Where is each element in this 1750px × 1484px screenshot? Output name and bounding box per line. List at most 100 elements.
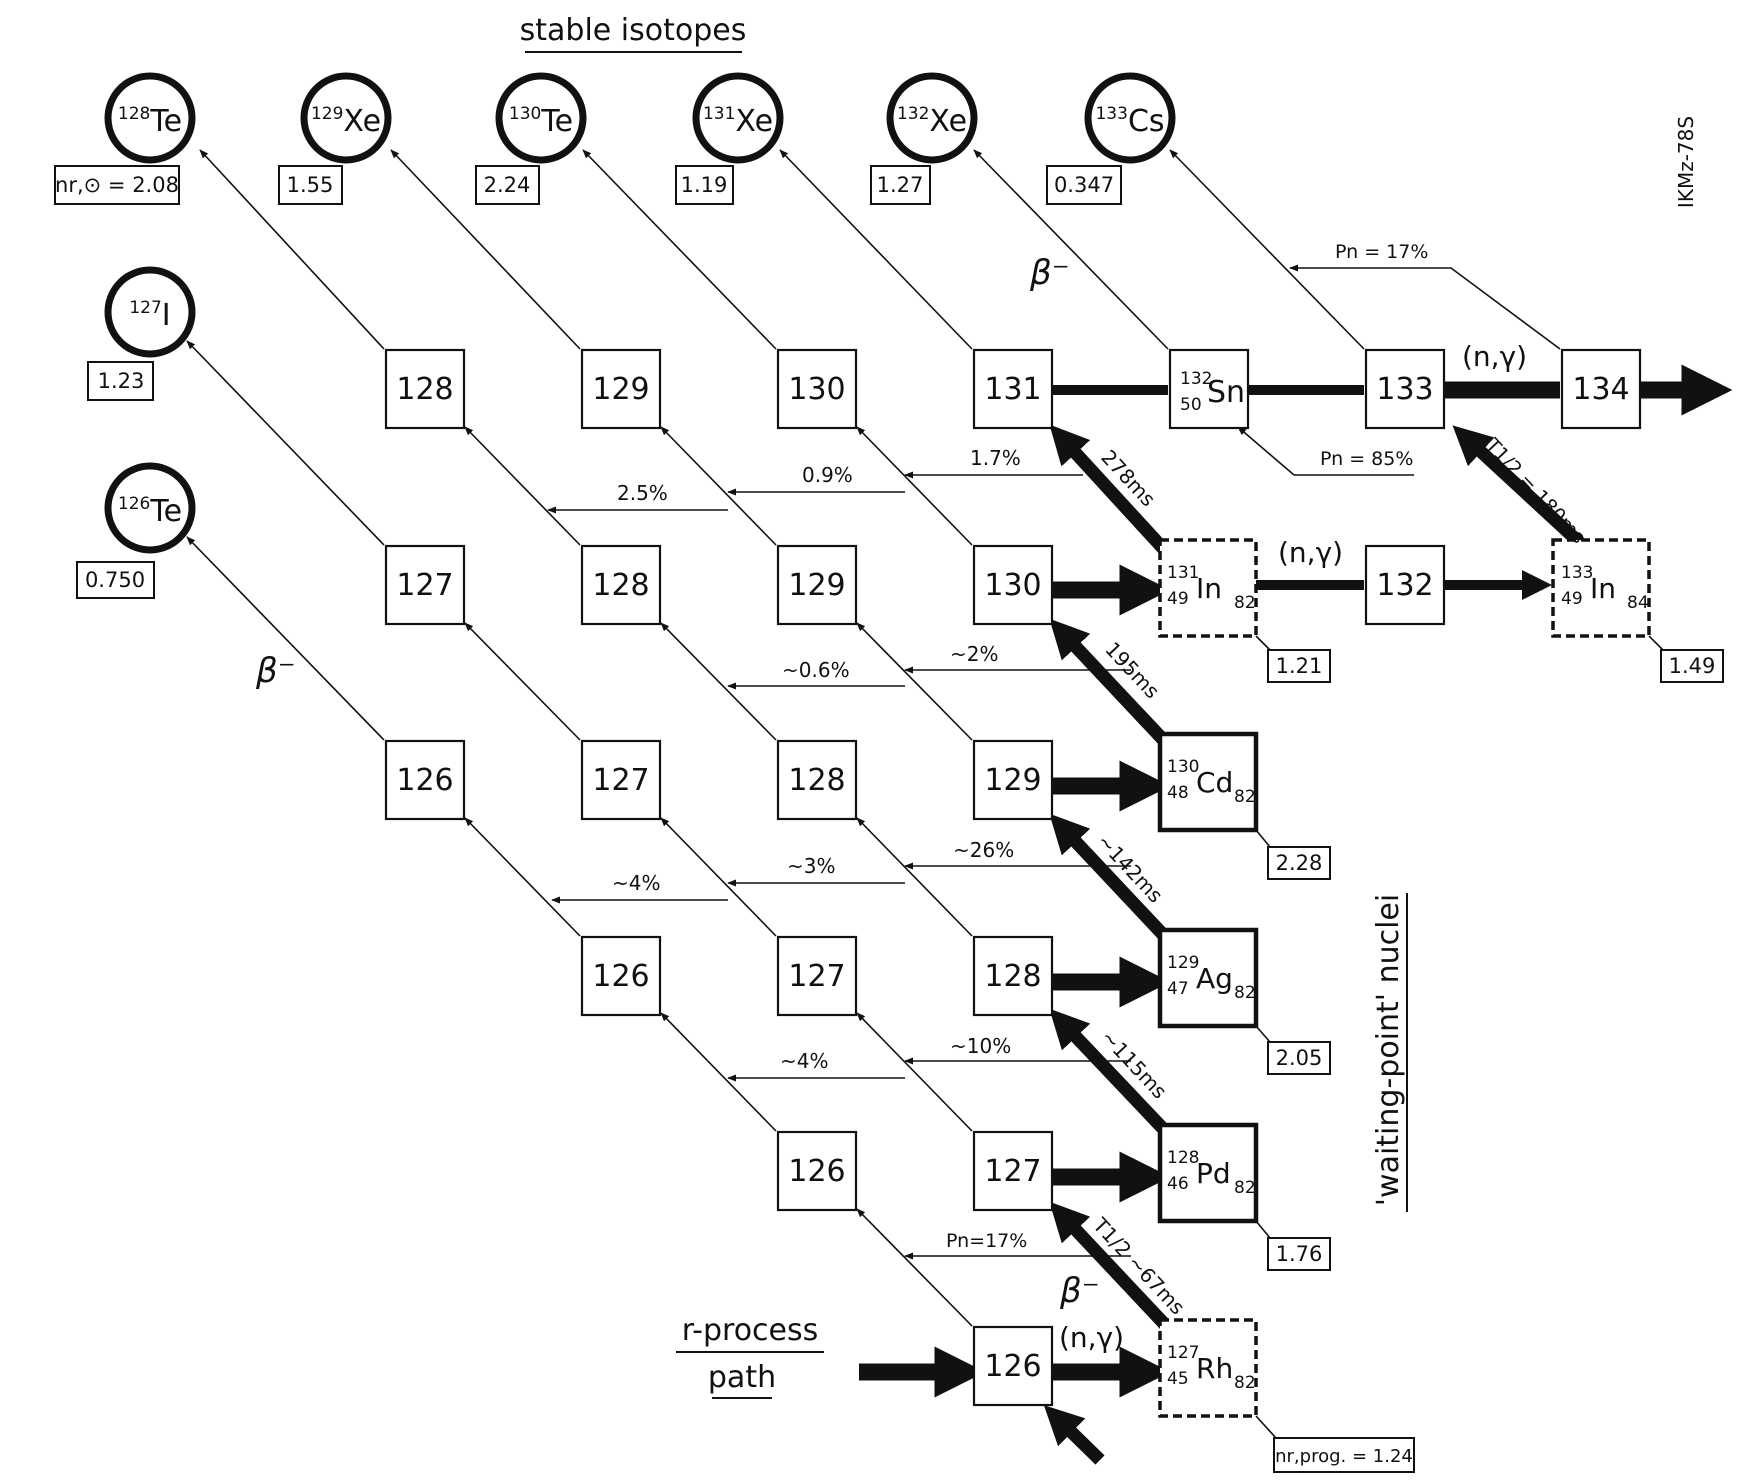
svg-text:0.9%: 0.9%	[802, 463, 853, 487]
mass-box: 129	[788, 568, 845, 603]
svg-text:49: 49	[1561, 589, 1583, 609]
waiting-point-pd128: 128 46 Pd 82 1.76	[1157, 1122, 1331, 1271]
svg-text:T1/2 = 180ms: T1/2 = 180ms	[1481, 434, 1590, 548]
abundance-xe132: 1.27	[877, 173, 924, 197]
waiting-point-in131: 131 49 In 82 1.21	[1158, 538, 1331, 683]
svg-text:In: In	[1196, 572, 1222, 605]
svg-text:Cd: Cd	[1196, 766, 1233, 799]
svg-text:Pn = 85%: Pn = 85%	[1320, 448, 1413, 470]
svg-text:127: 127	[1167, 1343, 1199, 1363]
stable-isotope-xe131: 131Xe 1.19	[675, 72, 784, 205]
waiting-point-ag129: 129 47 Ag 82 2.05	[1157, 927, 1331, 1075]
beta-label: β⁻	[1059, 1271, 1100, 1311]
svg-text:82: 82	[1234, 1178, 1256, 1198]
abundance-rh127: nr,prog. = 1.24	[1275, 1446, 1413, 1467]
abundance-xe131: 1.19	[681, 173, 728, 197]
abundance-i127: 1.23	[98, 369, 145, 393]
svg-text:132Xe: 132Xe	[897, 104, 967, 139]
svg-text:2.5%: 2.5%	[617, 481, 668, 505]
svg-text:In: In	[1590, 572, 1616, 605]
figure-code: IKMz-78S	[1674, 116, 1698, 208]
abundance-cd130: 2.28	[1276, 851, 1323, 875]
svg-text:129Xe: 129Xe	[311, 104, 381, 139]
svg-text:129: 129	[1167, 953, 1199, 973]
mass-boxes: 128 129 130 131 133 134 127 128 129 130 …	[384, 348, 1642, 1407]
neutron-capture-path	[859, 364, 1733, 1398]
nuclide-sn132: 132 50 Sn	[1168, 348, 1250, 430]
svg-text:126Te: 126Te	[118, 494, 182, 529]
ng-label: (n,γ)	[1462, 340, 1527, 373]
beta-label: β⁻	[1029, 253, 1070, 293]
svg-text:133Cs: 133Cs	[1095, 104, 1164, 139]
abundance-pd128: 1.76	[1276, 1242, 1323, 1266]
mass-box: 129	[592, 372, 649, 407]
stable-isotope-cs133: 133Cs 0.347	[1046, 72, 1176, 205]
mass-box: 134	[1572, 372, 1629, 407]
svg-text:~0.6%: ~0.6%	[782, 658, 850, 682]
ng-label: (n,γ)	[1059, 1321, 1124, 1354]
mass-box: 131	[984, 372, 1041, 407]
svg-text:131: 131	[1167, 563, 1199, 583]
svg-text:127I: 127I	[129, 298, 170, 333]
stable-isotope-i127: 127I 1.23	[87, 266, 196, 401]
stable-isotope-te126: 126Te 0.750	[76, 462, 196, 599]
rprocess-label-2: path	[708, 1360, 776, 1395]
waiting-point-label: 'waiting-point' nuclei	[1371, 894, 1406, 1206]
abundance-in131: 1.21	[1276, 654, 1323, 678]
svg-text:132: 132	[1180, 369, 1212, 389]
svg-text:~2%: ~2%	[950, 642, 999, 666]
abundance-cs133: 0.347	[1054, 173, 1114, 197]
svg-text:128: 128	[1167, 1148, 1199, 1168]
svg-text:47: 47	[1167, 979, 1189, 999]
mass-box: 130	[984, 568, 1041, 603]
svg-text:46: 46	[1167, 1174, 1189, 1194]
svg-text:130Te: 130Te	[509, 104, 573, 139]
svg-text:45: 45	[1167, 1369, 1189, 1389]
mass-box: 128	[396, 372, 453, 407]
mass-box: 126	[788, 1154, 845, 1189]
svg-text:48: 48	[1167, 783, 1189, 803]
mass-box: 126	[984, 1349, 1041, 1384]
mass-box: 127	[788, 959, 845, 994]
mass-box: 126	[396, 763, 453, 798]
svg-text:131Xe: 131Xe	[703, 104, 773, 139]
svg-text:Pd: Pd	[1196, 1157, 1231, 1190]
svg-text:49: 49	[1167, 589, 1189, 609]
svg-text:Pn = 17%: Pn = 17%	[1335, 241, 1428, 263]
svg-text:~26%: ~26%	[953, 838, 1014, 862]
stable-isotope-xe129: 129Xe 1.55	[278, 72, 392, 205]
branching-labels: Pn = 17% Pn = 85% 1.7% 0.9% 2.5% ~2% ~0.…	[612, 241, 1428, 1252]
svg-text:~4%: ~4%	[612, 871, 661, 895]
mass-box: 127	[396, 568, 453, 603]
mass-box: 127	[984, 1154, 1041, 1189]
svg-text:128Te: 128Te	[118, 104, 182, 139]
mass-box: 133	[1376, 372, 1433, 407]
abundance-in133: 1.49	[1669, 654, 1716, 678]
stable-isotope-te128: 128Te nr,⊙ = 2.08	[54, 72, 196, 205]
svg-text:133: 133	[1561, 563, 1593, 583]
mass-box: 128	[592, 568, 649, 603]
mass-box: 127	[592, 763, 649, 798]
svg-text:130: 130	[1167, 757, 1199, 777]
stable-isotopes-title: stable isotopes	[520, 13, 747, 48]
ng-label: (n,γ)	[1278, 536, 1343, 569]
svg-text:84: 84	[1627, 593, 1649, 613]
process-labels: β⁻ β⁻ β⁻ (n,γ) (n,γ) (n,γ)	[255, 253, 1527, 1354]
mass-box: 128	[788, 763, 845, 798]
beta-label: β⁻	[255, 651, 296, 691]
abundance-ag129: 2.05	[1276, 1046, 1323, 1070]
abundance-te128: nr,⊙ = 2.08	[55, 173, 179, 197]
svg-text:Pn=17%: Pn=17%	[946, 1230, 1027, 1252]
waiting-point-rh127: 127 45 Rh 82 nr,prog. = 1.24	[1158, 1318, 1415, 1473]
waiting-point-cd130: 130 48 Cd 82 2.28	[1157, 731, 1331, 880]
waiting-point-in133: 133 49 In 84 1.49	[1551, 538, 1724, 683]
abundance-te130: 2.24	[484, 173, 531, 197]
beta-decay-lines	[186, 149, 1561, 1327]
svg-text:50: 50	[1180, 395, 1202, 415]
abundance-te126: 0.750	[85, 568, 145, 592]
svg-text:82: 82	[1234, 787, 1256, 807]
abundance-xe129: 1.55	[287, 173, 334, 197]
svg-text:82: 82	[1234, 593, 1256, 613]
stable-isotope-te130: 130Te 2.24	[475, 72, 587, 205]
